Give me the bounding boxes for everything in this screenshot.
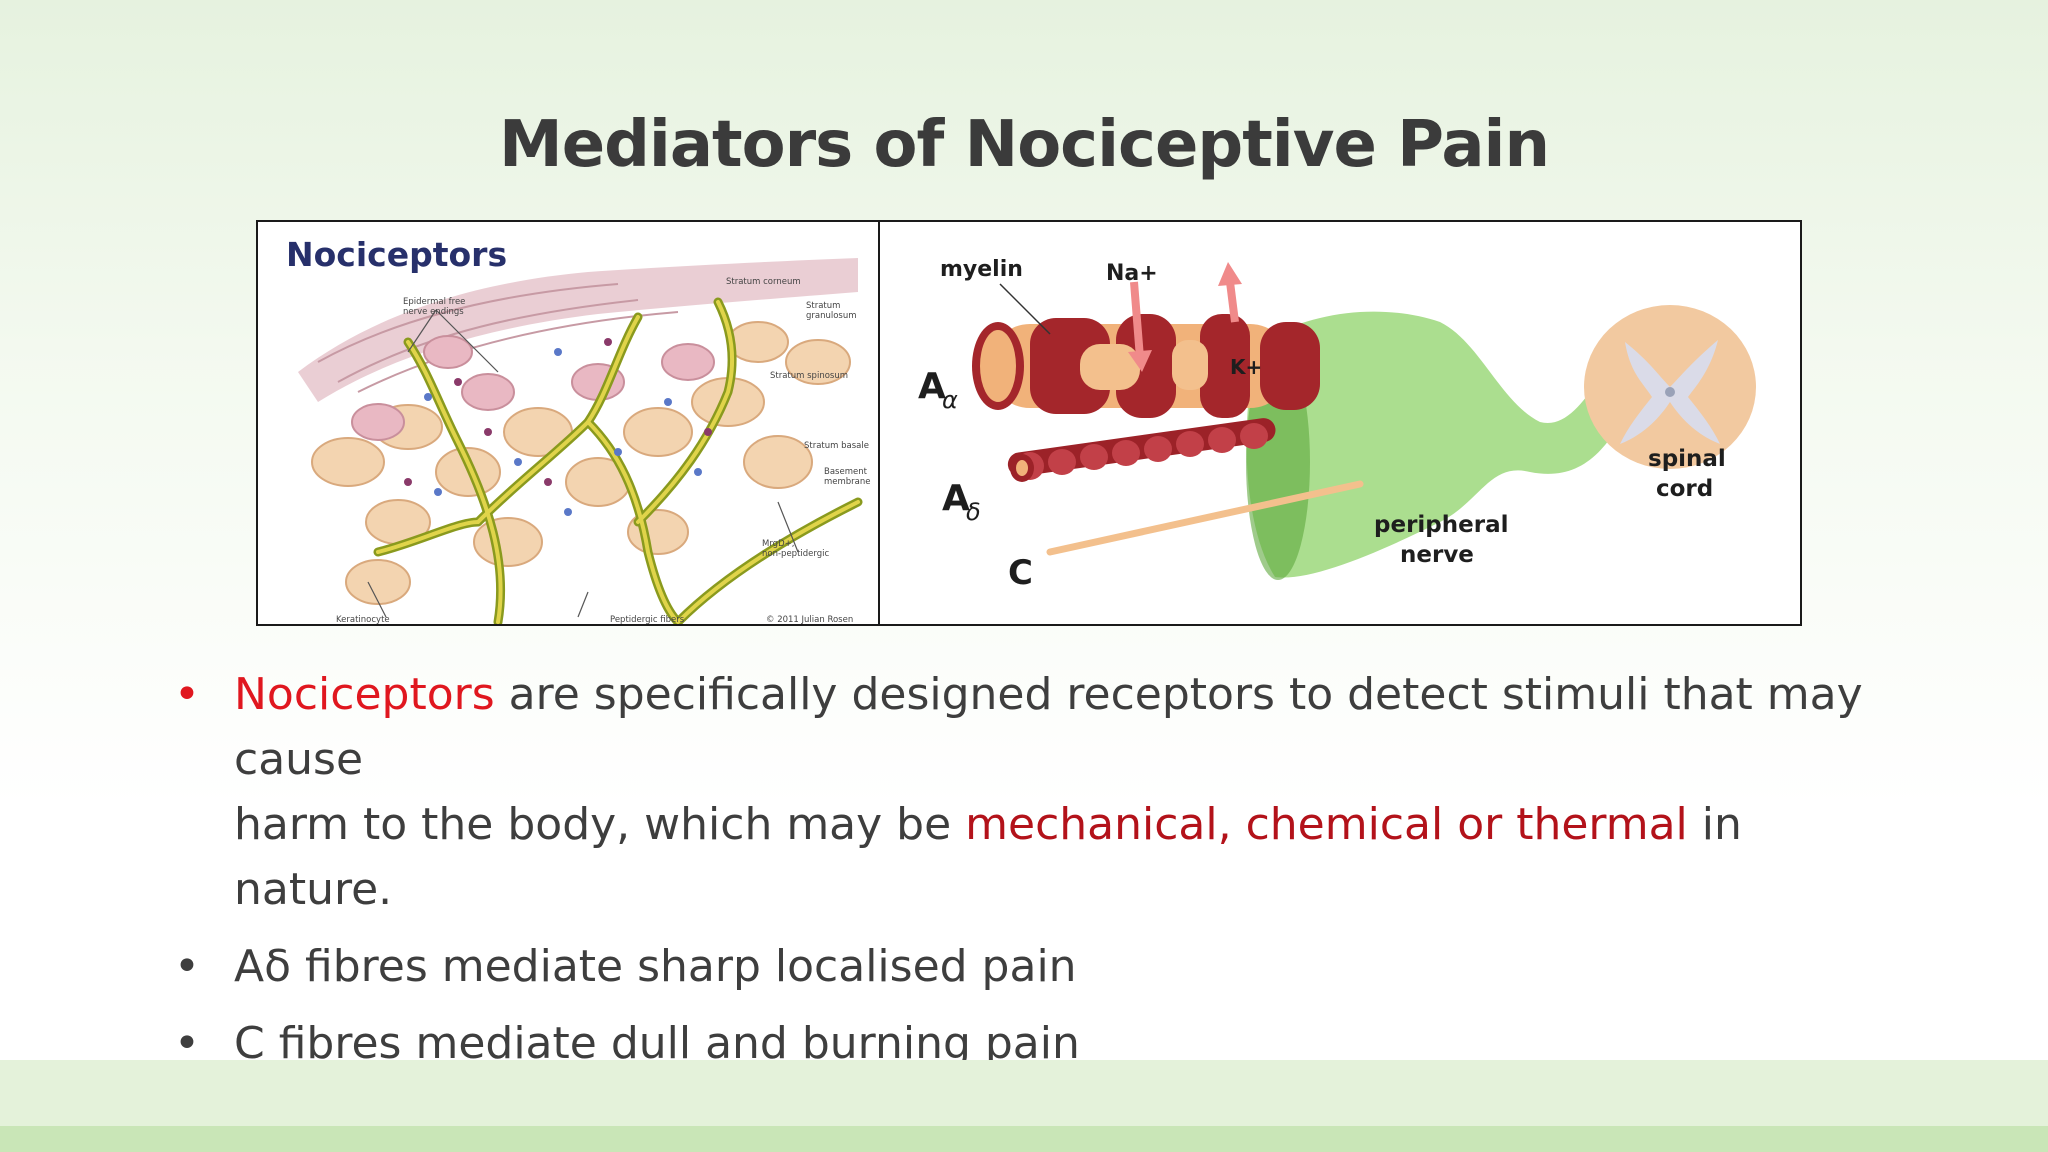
sodium-label: Na+ (1106, 261, 1158, 286)
bullet-a-delta: • Aδ fibres mediate sharp localised pain (170, 934, 1890, 999)
nerve-label: nerve (1400, 542, 1474, 568)
label-keratinocyte: Keratinocyte (336, 615, 390, 624)
myelin-label: myelin (940, 257, 1023, 282)
label-corneum: Stratum corneum (726, 277, 801, 287)
label-mrgd-2: non-peptidergic (762, 549, 829, 559)
bullet-text: are specifically designed receptors to d… (234, 669, 1863, 785)
label-basement-2: membrane (824, 477, 871, 487)
bullet-marker: • (174, 941, 200, 992)
bullet-text: Aδ fibres mediate sharp localised pain (234, 941, 1077, 992)
label-epidermal: Epidermal free (403, 297, 465, 307)
label-copyright: © 2011 Julian Rosen (766, 615, 853, 624)
bullet-marker: • (174, 669, 200, 720)
nociceptors-highlight: Nociceptors (234, 669, 495, 720)
peripheral-label: peripheral (1374, 512, 1508, 538)
bullet-nociceptors: • Nociceptors are specifically designed … (170, 662, 1890, 922)
spinal-label: spinal (1648, 446, 1726, 472)
label-granulosum-2: granulosum (806, 311, 857, 321)
stimulus-types-highlight: mechanical, chemical or thermal (965, 799, 1688, 850)
delta-subscript: δ (966, 498, 981, 526)
alpha-subscript: α (942, 386, 958, 414)
label-basale: Stratum basale (804, 441, 869, 451)
bullet-text: in nature. (234, 799, 1742, 915)
label-basement: Basement (824, 467, 868, 477)
c-fibre-label: C (1008, 553, 1033, 593)
potassium-label: K+ (1230, 355, 1262, 379)
cord-label: cord (1656, 476, 1713, 502)
label-peptidergic: Peptidergic fibers (610, 615, 685, 624)
footer-band (0, 1060, 2048, 1126)
label-epidermal-2: nerve endings (403, 307, 464, 317)
slide-title: Mediators of Nociceptive Pain (499, 108, 1550, 182)
nerve-fibre-figure: myelin Na+ K+ A α A δ C peripheral nerve… (878, 220, 1802, 626)
a-alpha-label: A (918, 366, 946, 407)
nociceptors-heading: Nociceptors (286, 235, 507, 274)
label-mrgd: MrgD+, (762, 539, 794, 549)
bullet-list: • Nociceptors are specifically designed … (170, 662, 1890, 1088)
footer-band-dark (0, 1126, 2048, 1152)
nociceptors-figure: Nociceptors Epidermal free nerve endings… (256, 220, 880, 626)
bullet-text: harm to the body, which may be (234, 799, 966, 850)
label-granulosum: Stratum (806, 301, 840, 311)
a-delta-label: A (942, 478, 970, 519)
label-spinosum: Stratum spinosum (770, 371, 848, 381)
